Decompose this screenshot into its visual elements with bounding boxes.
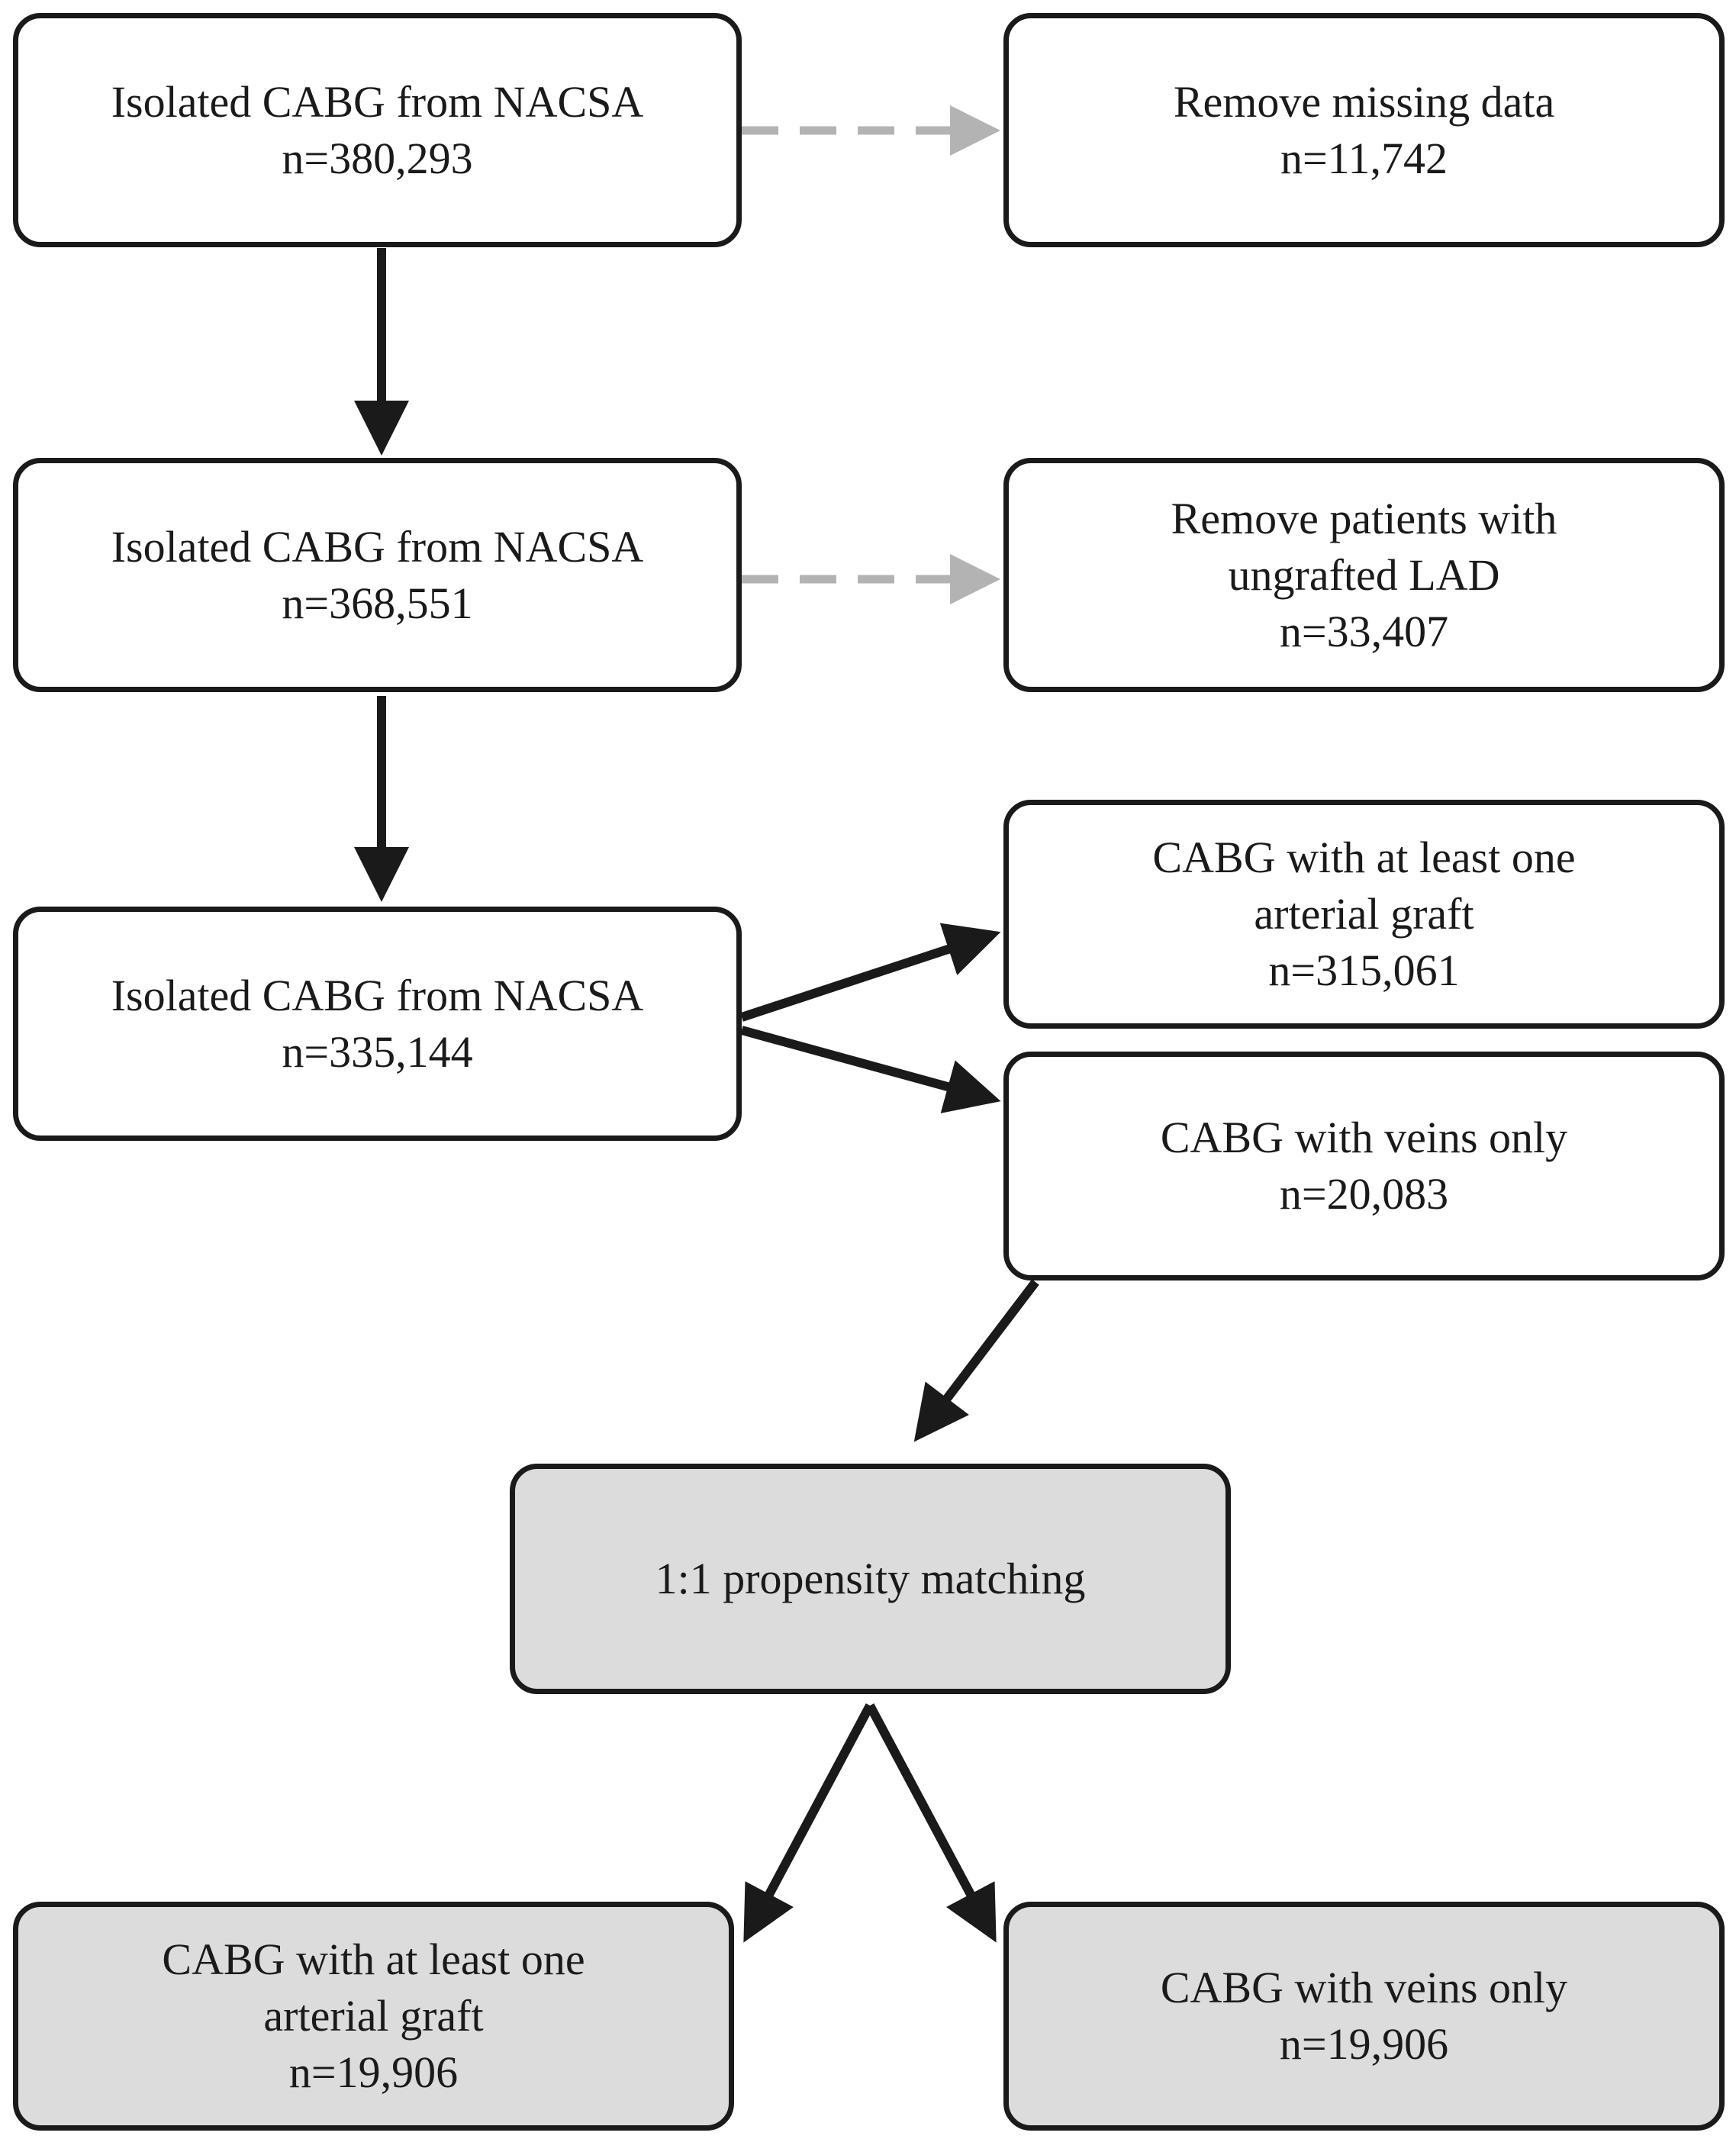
- cohort-box-1: Isolated CABG from NACSA n=380,293: [13, 13, 742, 247]
- box-title: CABG with at least one: [162, 1934, 585, 1984]
- box-count: n=19,906: [288, 2047, 459, 2097]
- arrow-matching-to-matched-veins: [865, 1703, 997, 1943]
- box-title: CABG with veins only: [1160, 1113, 1568, 1162]
- box-title-line2: ungrafted LAD: [1228, 549, 1500, 600]
- box-title: Isolated CABG from NACSA: [111, 521, 644, 572]
- arrow-to-arterial-group: [740, 923, 1001, 1022]
- arterial-graft-group-box: CABG with at least one arterial graft n=…: [1003, 800, 1725, 1029]
- box-count: n=380,293: [282, 133, 473, 183]
- box-count: n=315,061: [1268, 945, 1460, 995]
- remove-missing-data-box: Remove missing data n=11,742: [1003, 13, 1725, 247]
- cohort-box-2: Isolated CABG from NACSA n=368,551: [13, 458, 742, 692]
- box-title: CABG with at least one: [1152, 833, 1576, 882]
- matched-veins-only-box: CABG with veins only n=19,906: [1003, 1902, 1725, 2131]
- box-title: Remove missing data: [1173, 76, 1555, 127]
- box-title: Isolated CABG from NACSA: [111, 970, 644, 1020]
- box-title: Isolated CABG from NACSA: [111, 76, 644, 127]
- box-count: n=335,144: [282, 1026, 473, 1077]
- box-count: n=11,742: [1280, 133, 1448, 183]
- box-count: n=368,551: [282, 578, 473, 628]
- propensity-matching-box: 1:1 propensity matching: [510, 1464, 1231, 1694]
- remove-ungrafted-lad-box: Remove patients with ungrafted LAD n=33,…: [1003, 458, 1725, 692]
- arrow-matching-to-matched-arterial: [743, 1703, 874, 1943]
- cohort-box-3: Isolated CABG from NACSA n=335,144: [13, 907, 742, 1141]
- box-title: Remove patients with: [1171, 493, 1557, 543]
- box-title-line2: arterial graft: [1254, 889, 1474, 939]
- box-count: n=19,906: [1279, 2019, 1449, 2069]
- matched-arterial-graft-box: CABG with at least one arterial graft n=…: [13, 1902, 734, 2131]
- box-title: CABG with veins only: [1160, 1963, 1568, 2012]
- veins-only-group-box: CABG with veins only n=20,083: [1003, 1052, 1725, 1281]
- box-count: n=20,083: [1279, 1169, 1449, 1219]
- box-title: 1:1 propensity matching: [655, 1554, 1086, 1603]
- box-count: n=33,407: [1279, 606, 1449, 656]
- arrow-veins-to-matching: [913, 1279, 1039, 1442]
- box-title-line2: arterial graft: [263, 1991, 484, 2041]
- arrow-to-veins-group: [740, 1026, 1001, 1113]
